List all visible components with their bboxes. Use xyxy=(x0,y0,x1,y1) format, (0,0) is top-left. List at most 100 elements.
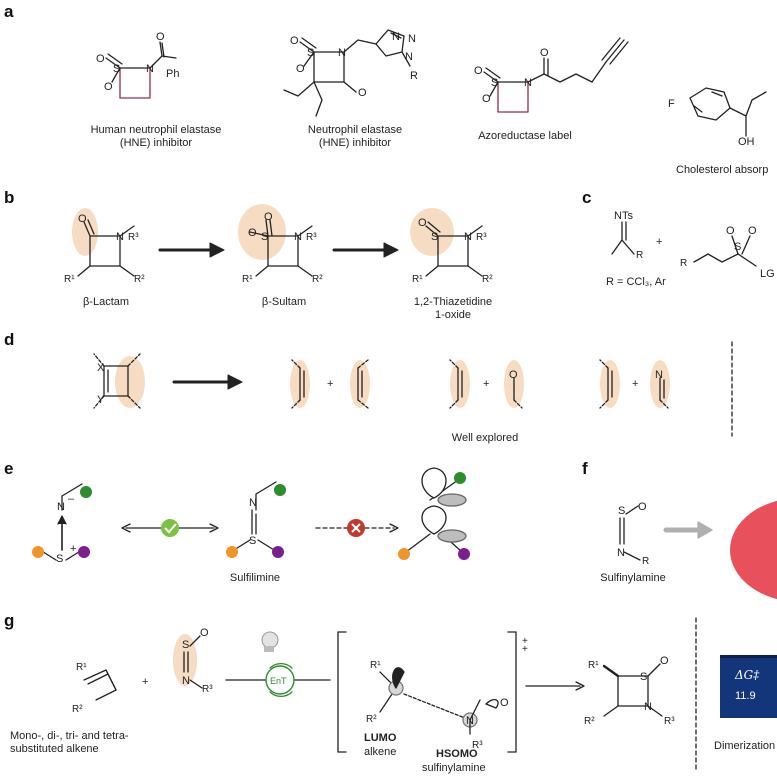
panel-letter-f: f xyxy=(582,459,588,478)
caption-d: Well explored xyxy=(451,432,519,444)
phenyl-label: Ph xyxy=(166,68,180,80)
delta-g-symbol: ΔG‡ xyxy=(735,668,760,682)
beta-lactam-structure xyxy=(72,208,135,277)
plus-g: + xyxy=(142,676,149,688)
svg-text:S: S xyxy=(182,639,189,651)
svg-text:N: N xyxy=(644,701,652,713)
svg-text:R³: R³ xyxy=(664,716,675,727)
svg-text:N: N xyxy=(182,675,190,687)
svg-text:O: O xyxy=(474,65,483,77)
svg-text:R³: R³ xyxy=(128,232,139,243)
svg-text:R: R xyxy=(642,556,649,567)
plus-d2: + xyxy=(483,378,490,390)
svg-text:S: S xyxy=(431,231,438,243)
svg-text:N: N xyxy=(249,497,257,509)
svg-text:O: O xyxy=(500,697,509,709)
svg-text:R²: R² xyxy=(134,274,145,285)
svg-text:+: + xyxy=(522,644,528,655)
svg-text:S: S xyxy=(56,553,63,565)
svg-text:R³: R³ xyxy=(202,684,213,695)
caption-f: Sulfinylamine xyxy=(600,572,666,584)
triazole-r-label: R xyxy=(410,70,418,82)
svg-text:O: O xyxy=(200,627,209,639)
svg-text:O: O xyxy=(104,81,113,93)
svg-text:S: S xyxy=(618,505,625,517)
panel-letter-e: e xyxy=(4,459,14,478)
nts-label: NTs xyxy=(614,210,633,222)
svg-text:R¹: R¹ xyxy=(64,274,75,285)
svg-text:R¹: R¹ xyxy=(76,662,87,673)
svg-text:O: O xyxy=(156,31,165,43)
svg-text:R¹: R¹ xyxy=(370,660,381,671)
sulfinylamine-reagent-structure xyxy=(173,634,203,689)
azoreductase-label-structure xyxy=(483,37,629,113)
caption-b2: β-Sultam xyxy=(261,296,307,308)
svg-text:R³: R³ xyxy=(306,232,317,243)
svg-text:O: O xyxy=(290,35,299,47)
green-substituent-dot-2 xyxy=(274,484,286,496)
orange-substituent-dot-2 xyxy=(226,546,238,558)
purple-substituent-dot-2 xyxy=(272,546,284,558)
svg-text:N: N xyxy=(392,31,400,43)
svg-text:O: O xyxy=(540,47,549,59)
lumo-sub-label: alkene xyxy=(364,746,397,758)
svg-text:O: O xyxy=(482,93,491,105)
svg-text:Y: Y xyxy=(97,394,105,406)
hne-inhibitor-structure xyxy=(105,41,177,99)
svg-text:N: N xyxy=(464,231,472,243)
svg-text:O: O xyxy=(509,369,518,381)
plus-d1: + xyxy=(327,378,334,390)
r-definition: R = CCl₃, Ar xyxy=(606,276,666,288)
molecular-surface-shape xyxy=(730,500,777,600)
sulfinylamine-structure xyxy=(619,505,641,561)
alkene-structure xyxy=(83,669,117,701)
panel-letter-b: b xyxy=(4,188,15,207)
cholesterol-absorption-inhibitor-structure xyxy=(689,87,767,137)
thiazetidine-oxide-structure xyxy=(410,208,483,277)
svg-text:R²: R² xyxy=(366,714,377,725)
svg-text:O: O xyxy=(358,87,367,99)
lumo-label: LUMO xyxy=(364,732,397,744)
energy-barrier-box xyxy=(720,655,777,718)
transition-state-structure xyxy=(379,667,499,735)
svg-text:N: N xyxy=(408,33,416,45)
svg-text:R²: R² xyxy=(584,716,595,727)
caption-a3: Azoreductase label xyxy=(478,130,572,142)
panel-letter-d: d xyxy=(4,330,15,349)
svg-text:O: O xyxy=(638,501,647,513)
plus-d3: + xyxy=(632,378,639,390)
product-thiazetidine-structure xyxy=(602,663,663,717)
svg-text:S: S xyxy=(491,77,498,89)
svg-text:R³: R³ xyxy=(472,740,483,751)
caption-a1: Human neutrophil elastase (HNE) inhibito… xyxy=(90,124,222,149)
ent-label: EnT xyxy=(270,676,287,686)
svg-text:R²: R² xyxy=(312,274,323,285)
panel-letter-g: g xyxy=(4,611,15,630)
caption-a4: Cholesterol absorp xyxy=(676,164,769,176)
svg-text:S: S xyxy=(307,47,314,59)
svg-text:N: N xyxy=(57,501,65,513)
svg-text:O: O xyxy=(726,225,735,237)
svg-text:N: N xyxy=(466,715,474,727)
svg-text:N: N xyxy=(116,231,124,243)
sulfonyl-reagent-structure xyxy=(693,235,757,267)
svg-text:R³: R³ xyxy=(476,232,487,243)
svg-text:R²: R² xyxy=(482,274,493,285)
svg-text:O: O xyxy=(296,63,305,75)
svg-text:S: S xyxy=(261,231,268,243)
delta-g-value: 11.9 xyxy=(735,690,756,702)
svg-text:O: O xyxy=(418,217,427,229)
svg-text:O: O xyxy=(660,655,669,667)
svg-text:N: N xyxy=(617,547,625,559)
dimerization-label: Dimerization xyxy=(714,740,776,752)
svg-text:N: N xyxy=(405,51,413,63)
imine-reagent-structure xyxy=(611,221,635,255)
orange-substituent-dot xyxy=(32,546,44,558)
svg-text:S: S xyxy=(249,535,256,547)
svg-text:O: O xyxy=(78,213,87,225)
leaving-group-label: LG xyxy=(760,268,775,280)
svg-text:R¹: R¹ xyxy=(588,660,599,671)
svg-text:O: O xyxy=(264,211,273,223)
